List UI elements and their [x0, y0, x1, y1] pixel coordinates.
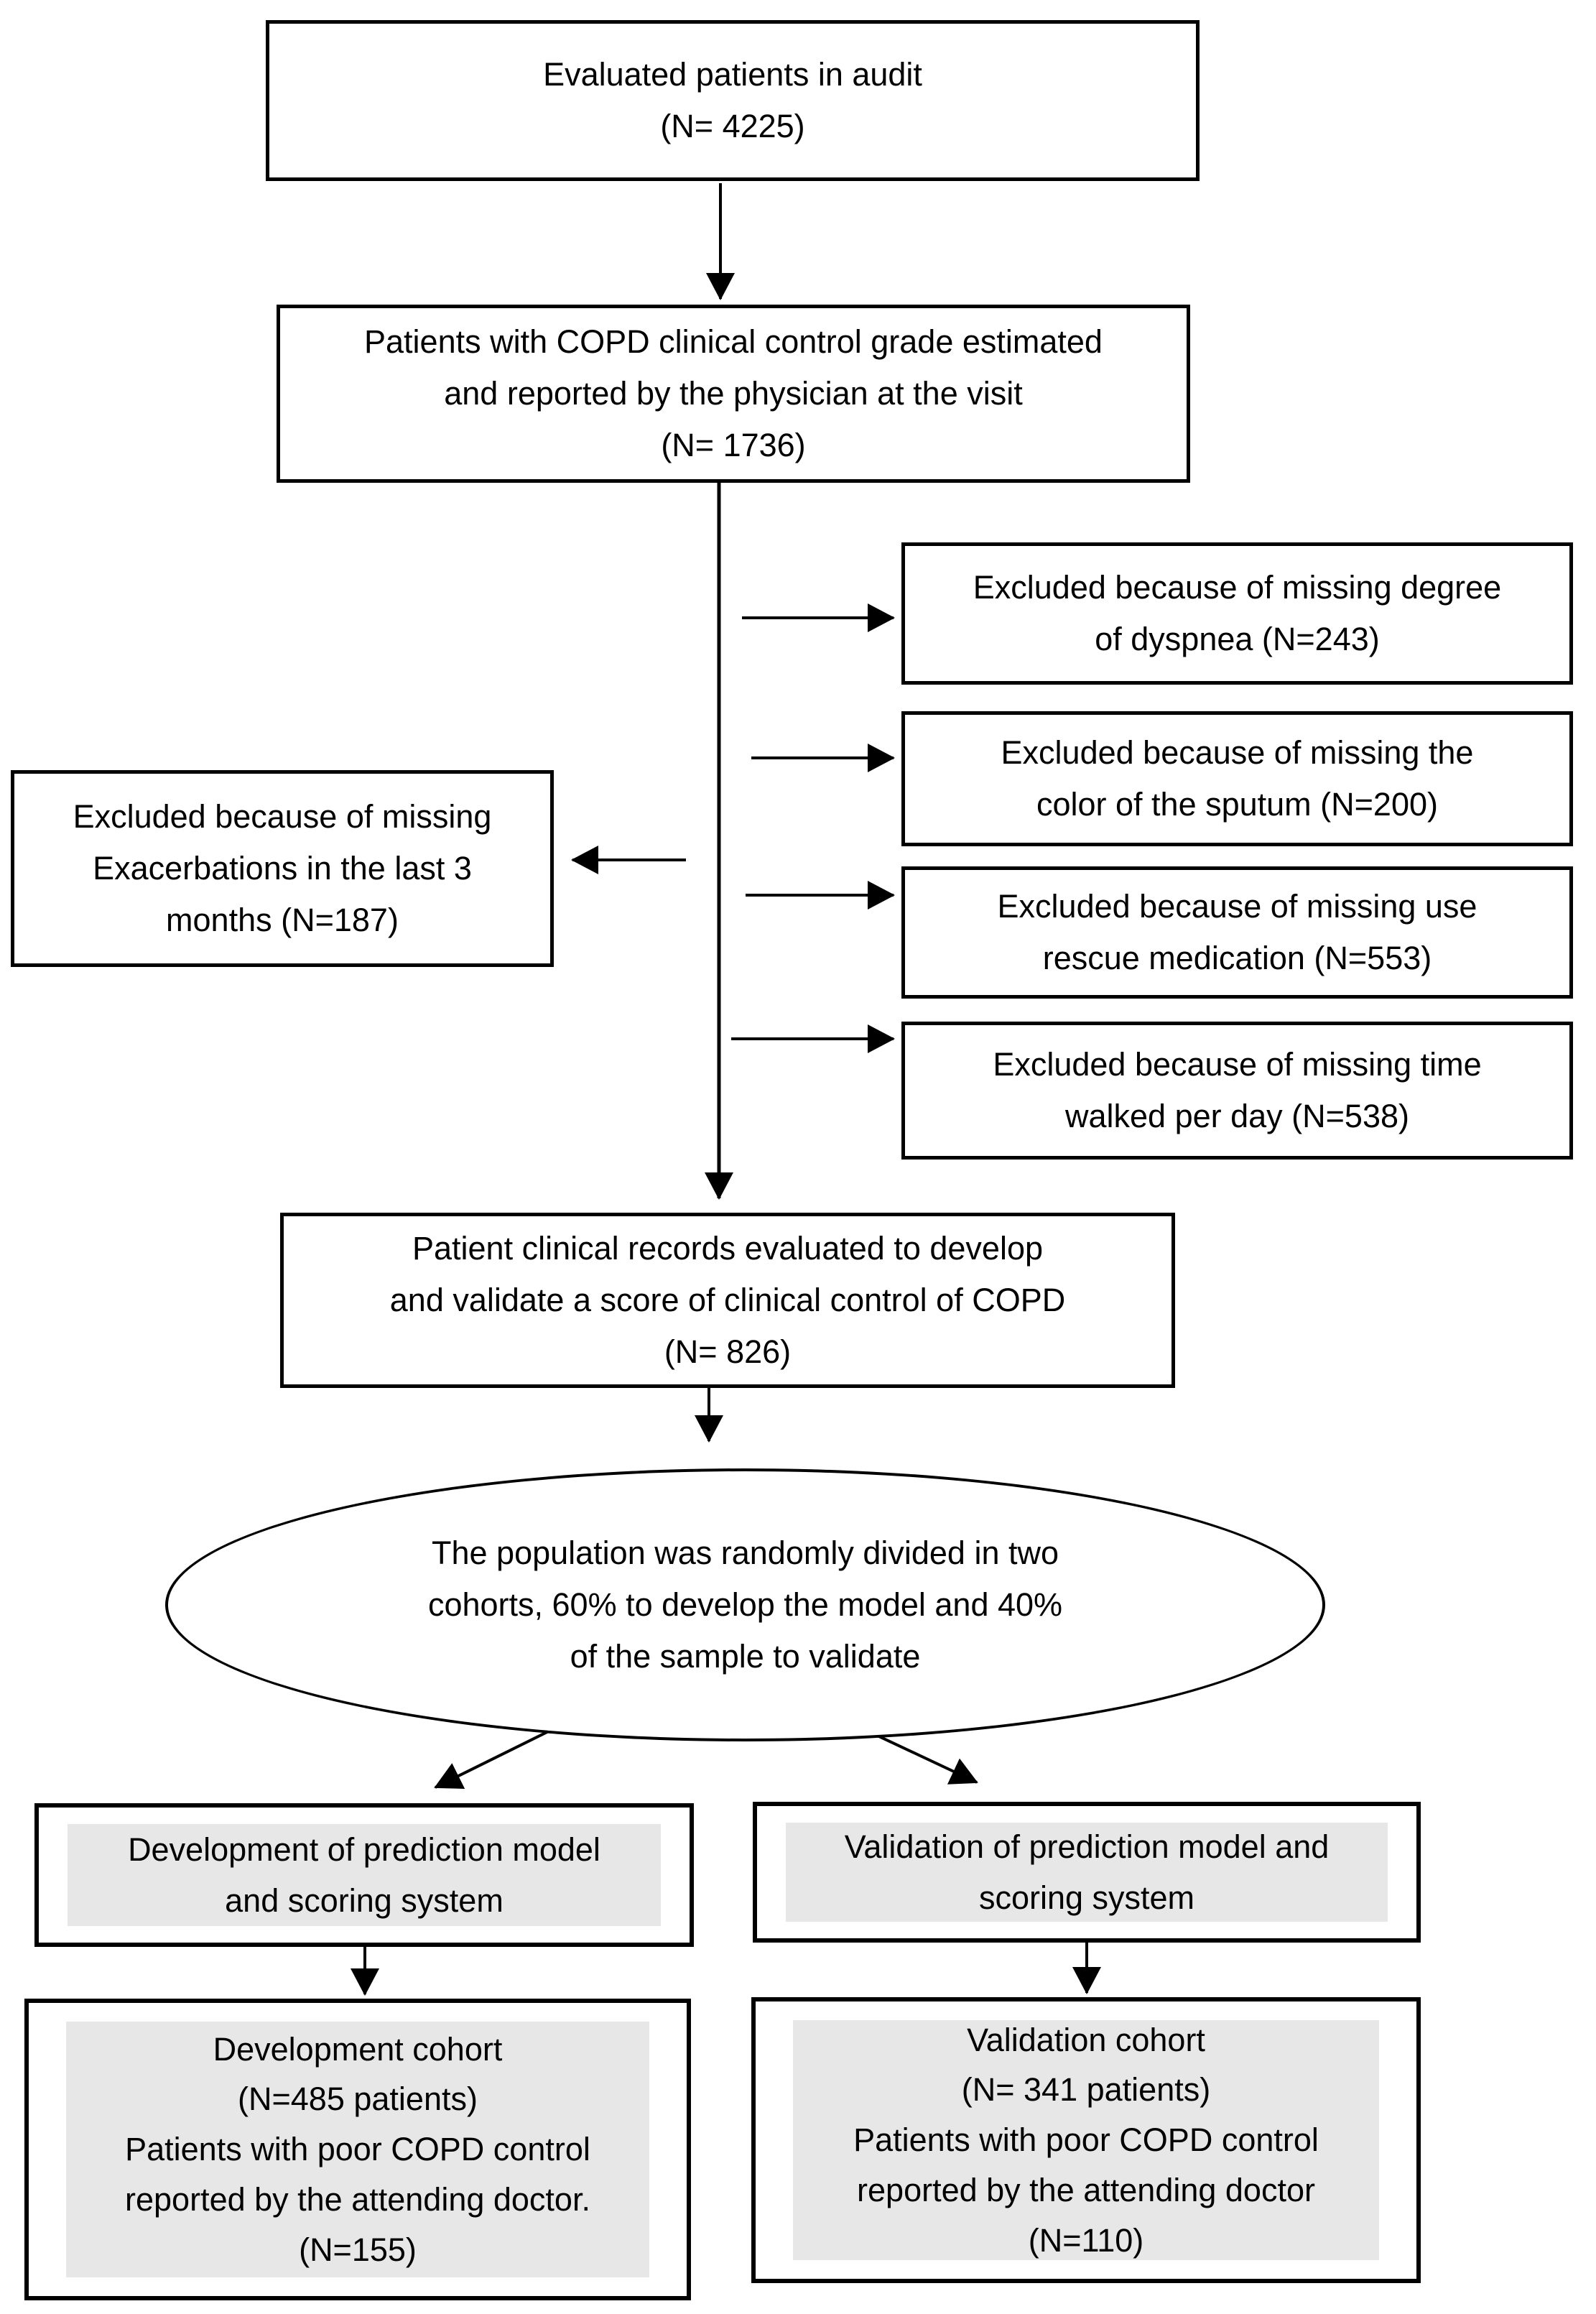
node-excluded-dyspnea: Excluded because of missing degree of dy…	[901, 542, 1573, 685]
node-validation-header: Validation of prediction model and scori…	[753, 1802, 1421, 1943]
node-excluded-time-walked: Excluded because of missing time walked …	[901, 1022, 1573, 1160]
validation-cohort-panel: Validation cohort (N= 341 patients) Pati…	[793, 2020, 1379, 2260]
node-population-split: The population was randomly divided in t…	[165, 1468, 1325, 1741]
development-header-panel: Development of prediction model and scor…	[68, 1824, 661, 1926]
node-validation-cohort: Validation cohort (N= 341 patients) Pati…	[751, 1997, 1421, 2283]
validation-header-panel: Validation of prediction model and scori…	[786, 1823, 1388, 1922]
node-clinical-records: Patient clinical records evaluated to de…	[280, 1213, 1175, 1388]
node-development-cohort: Development cohort (N=485 patients) Pati…	[24, 1999, 691, 2300]
node-excluded-sputum: Excluded because of missing the color of…	[901, 711, 1573, 846]
node-development-header: Development of prediction model and scor…	[34, 1803, 694, 1947]
node-excluded-rescue-medication: Excluded because of missing use rescue m…	[901, 866, 1573, 999]
development-cohort-panel: Development cohort (N=485 patients) Pati…	[66, 2022, 649, 2277]
node-control-grade: Patients with COPD clinical control grad…	[277, 305, 1190, 483]
node-excluded-exacerbations: Excluded because of missing Exacerbation…	[11, 770, 554, 967]
node-evaluated-patients: Evaluated patients in audit (N= 4225)	[266, 20, 1200, 181]
